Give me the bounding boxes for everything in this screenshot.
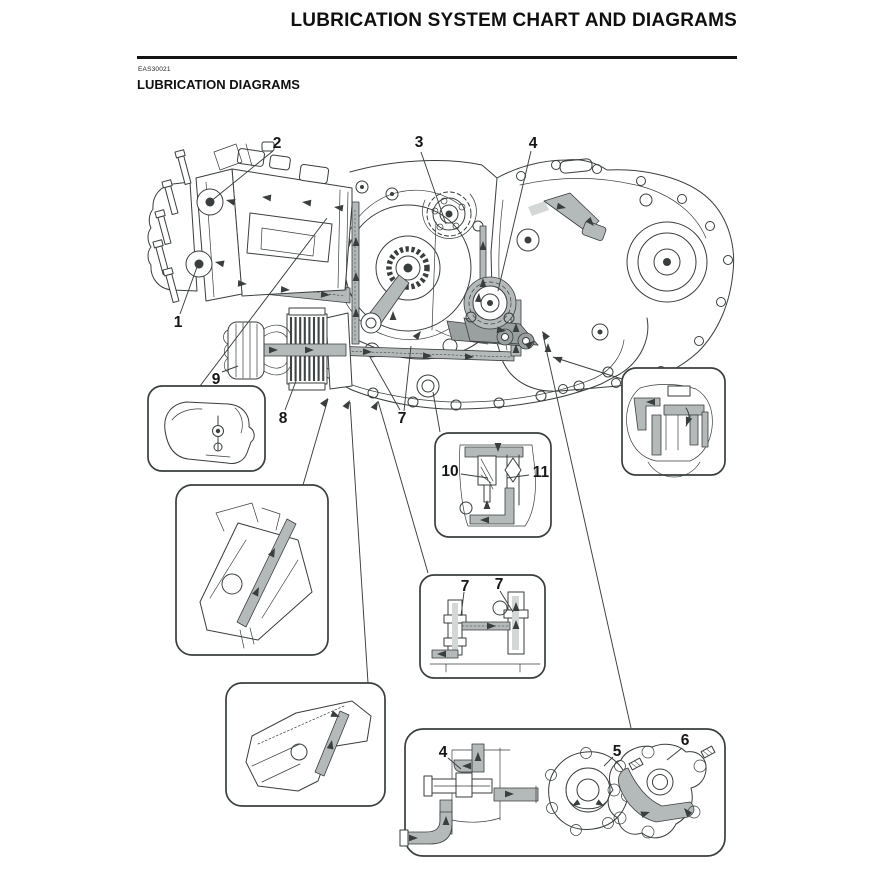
inset-relief-valve-detail: [434, 432, 552, 538]
callout-9: 9: [212, 371, 221, 388]
oil-pump: [463, 276, 517, 330]
leader-lines: [179, 150, 632, 729]
callout-1: 1: [174, 314, 183, 331]
section-code: EAS30021: [138, 66, 171, 73]
page-title: LUBRICATION SYSTEM CHART AND DIAGRAMS: [290, 10, 737, 31]
pump-cross-section: [399, 743, 539, 847]
callout-8: 8: [279, 410, 288, 427]
section-heading: LUBRICATION DIAGRAMS: [137, 77, 300, 92]
head-bolt-stud: [152, 149, 192, 304]
oil-filter-and-cooler: [223, 307, 353, 391]
callout-6: 6: [681, 732, 690, 749]
oil-pump-drive-gear: [422, 191, 477, 239]
callout-numbers: 1 2 3 4 7 8 9 10 11 7 7 4 5 6: [174, 134, 690, 761]
inset-cylinder-head-corner: [147, 385, 266, 472]
inset-oil-pump-detail: [399, 728, 726, 857]
callout-3: 3: [415, 134, 424, 151]
cylinder-head-and-block: [147, 141, 353, 304]
callout-11: 11: [533, 464, 550, 481]
callout-7b: 7: [495, 576, 504, 593]
callout-7a: 7: [461, 578, 470, 595]
pump-cover: [607, 743, 716, 839]
inset-crankcase-journal-detail: [621, 367, 726, 478]
inset-head-oil-passage: [225, 682, 386, 807]
callout-4: 4: [529, 135, 538, 152]
callout-2: 2: [273, 135, 282, 152]
header-rule: [137, 56, 737, 59]
right-crankcase-cover: [490, 158, 735, 394]
inset-transmission-oil-detail: [419, 574, 546, 679]
oil-flow-arrows: [215, 194, 594, 361]
callout-10: 10: [441, 463, 458, 480]
callout-7: 7: [398, 410, 407, 427]
callout-4b: 4: [439, 744, 448, 761]
callout-5: 5: [613, 743, 622, 760]
inset-cylinder-oil-passage: [175, 484, 329, 656]
